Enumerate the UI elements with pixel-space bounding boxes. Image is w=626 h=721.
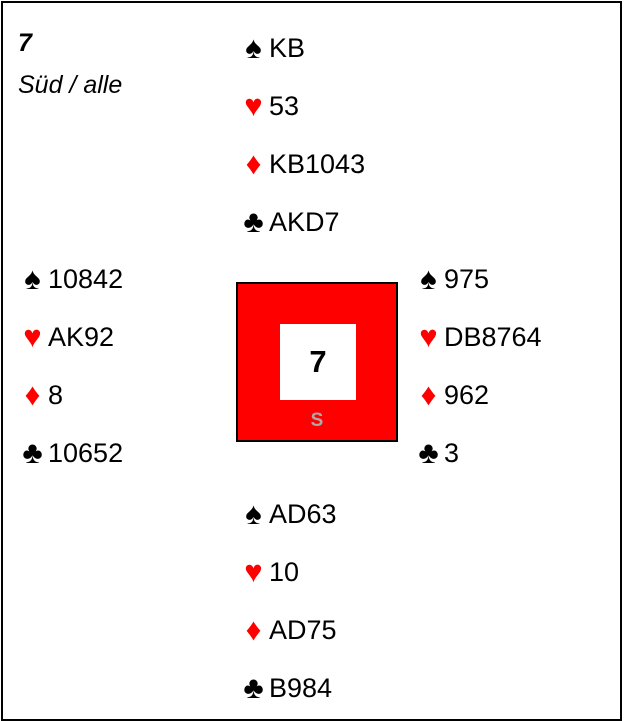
south-spades-row: ♠AD63: [238, 494, 337, 534]
north-hearts-cards: 53: [269, 91, 300, 121]
diamond-icon: ♦: [24, 377, 41, 412]
diamond-icon: ♦: [420, 377, 437, 412]
east-diamonds-cards: 962: [444, 380, 490, 410]
west-spades-cards: 10842: [48, 264, 124, 294]
north-diamonds-cards: KB1043: [269, 149, 366, 179]
south-hearts-row: ♥10: [238, 552, 299, 592]
dealer-seat-label: S: [310, 410, 324, 431]
south-diamonds-cards: AD75: [269, 615, 337, 645]
club-icon: ♣: [418, 435, 439, 470]
board-info: 7 Süd / alle: [18, 22, 122, 106]
club-icon: ♣: [243, 670, 264, 705]
west-clubs-cards: 10652: [48, 438, 124, 468]
west-diamonds-row: ♦8: [17, 375, 63, 415]
west-hearts-row: ♥AK92: [17, 317, 114, 357]
south-clubs-cards: B984: [269, 673, 333, 703]
east-spades-row: ♠975: [413, 259, 489, 299]
east-clubs-cards: 3: [444, 438, 460, 468]
west-spades-row: ♠10842: [17, 259, 123, 299]
north-spades-cards: KB: [269, 33, 306, 63]
south-clubs-row: ♣B984: [238, 668, 332, 708]
heart-icon: ♥: [23, 319, 42, 354]
spade-icon: ♠: [245, 496, 262, 531]
diamond-icon: ♦: [245, 146, 262, 181]
board-number: 7: [18, 29, 32, 57]
south-hearts-cards: 10: [269, 557, 300, 587]
dealer-vulnerability: Süd / alle: [18, 71, 123, 99]
east-hearts-row: ♥DB8764: [413, 317, 542, 357]
north-diamonds-row: ♦KB1043: [238, 144, 366, 184]
east-diamonds-row: ♦962: [413, 375, 489, 415]
heart-icon: ♥: [244, 88, 263, 123]
north-hearts-row: ♥53: [238, 86, 299, 126]
south-spades-cards: AD63: [269, 499, 337, 529]
east-hearts-cards: DB8764: [444, 322, 542, 352]
club-icon: ♣: [243, 204, 264, 239]
heart-icon: ♥: [419, 319, 438, 354]
west-diamonds-cards: 8: [48, 380, 64, 410]
spade-icon: ♠: [245, 30, 262, 65]
spade-icon: ♠: [24, 261, 41, 296]
spade-icon: ♠: [420, 261, 437, 296]
west-clubs-row: ♣10652: [17, 433, 123, 473]
north-clubs-cards: AKD7: [269, 207, 340, 237]
north-clubs-row: ♣AKD7: [238, 202, 340, 242]
south-diamonds-row: ♦AD75: [238, 610, 337, 650]
east-clubs-row: ♣3: [413, 433, 459, 473]
board-number-card: 7: [280, 324, 356, 400]
table-center: 7 S: [236, 282, 398, 442]
heart-icon: ♥: [244, 554, 263, 589]
west-hearts-cards: AK92: [48, 322, 115, 352]
north-spades-row: ♠KB: [238, 28, 305, 68]
diamond-icon: ♦: [245, 612, 262, 647]
club-icon: ♣: [22, 435, 43, 470]
east-spades-cards: 975: [444, 264, 490, 294]
